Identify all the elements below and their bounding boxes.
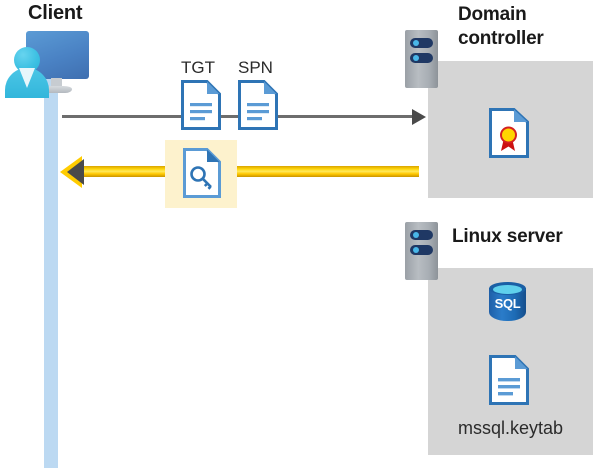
server-led-icon bbox=[413, 40, 419, 46]
server-led-icon bbox=[413, 247, 419, 253]
keytab-filename-label: mssql.keytab bbox=[457, 418, 564, 438]
server-slot-icon bbox=[410, 230, 433, 240]
spn-label: SPN bbox=[238, 58, 273, 77]
client-lifeline bbox=[44, 66, 58, 468]
person-collar-icon bbox=[19, 68, 35, 88]
server-slot-icon bbox=[410, 53, 433, 63]
certificate-document-icon bbox=[489, 108, 529, 158]
domain-controller-title: Domain controller bbox=[458, 3, 598, 51]
server-led-icon bbox=[413, 232, 419, 238]
sql-database-label: SQL bbox=[494, 296, 521, 311]
server-led-icon bbox=[413, 55, 419, 61]
client-label: Client bbox=[28, 2, 83, 24]
spn-document-icon bbox=[238, 80, 278, 130]
linux-server-server-icon bbox=[405, 222, 438, 280]
domain-controller-title-line-1: Domain bbox=[458, 4, 527, 25]
key-document-icon bbox=[183, 148, 221, 198]
client-workstation-icon bbox=[0, 20, 100, 120]
domain-controller-title-line-2: controller bbox=[458, 28, 544, 49]
tgt-document-icon bbox=[181, 80, 221, 130]
request-arrow-head-icon bbox=[412, 109, 426, 125]
monitor-neck-icon bbox=[51, 78, 62, 89]
tgt-label: TGT bbox=[181, 58, 215, 77]
sql-cylinder-top bbox=[489, 282, 526, 295]
monitor-base-icon bbox=[42, 86, 72, 93]
linux-server-title: Linux server bbox=[452, 226, 563, 247]
sql-cylinder-top-inner bbox=[493, 284, 522, 294]
domain-controller-server-icon bbox=[405, 30, 438, 88]
server-slot-icon bbox=[410, 245, 433, 255]
keytab-document-icon bbox=[489, 355, 529, 405]
sql-database-icon: SQL bbox=[489, 282, 526, 326]
server-slot-icon bbox=[410, 38, 433, 48]
response-arrow-line bbox=[76, 166, 419, 177]
response-arrow-head-icon bbox=[67, 159, 84, 185]
